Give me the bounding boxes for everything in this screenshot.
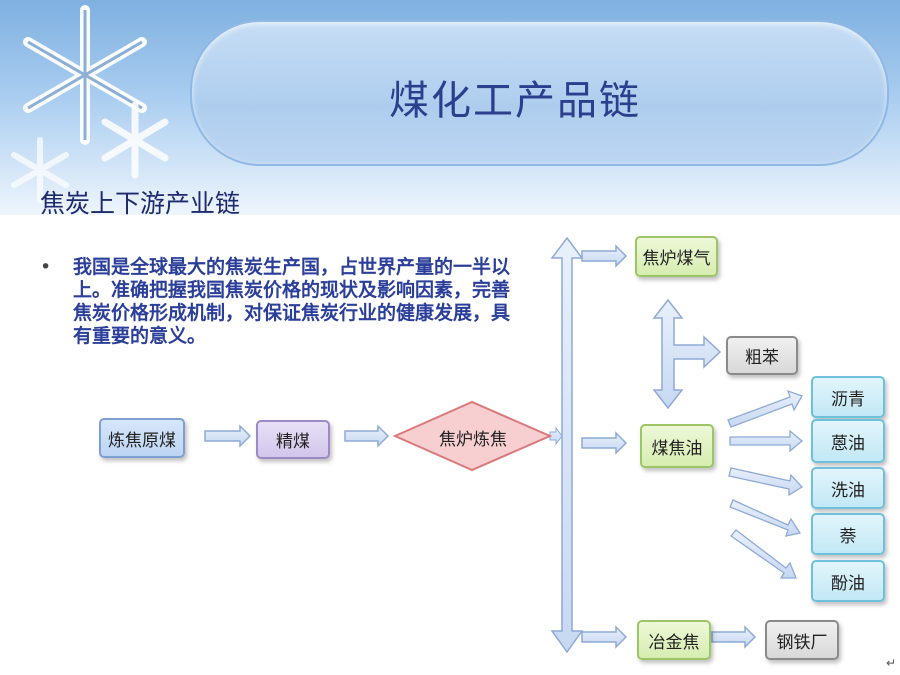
node-naphthalene: 萘 [811, 513, 885, 555]
arrow-phenol-icon [730, 529, 797, 579]
node-crude-benzene: 粗苯 [726, 336, 798, 375]
node-coking-coal: 炼焦原煤 [99, 418, 185, 458]
node-asphalt: 沥青 [811, 376, 885, 418]
arrow-anthracene-icon [729, 429, 804, 453]
node-coke-gas: 焦炉煤气 [635, 236, 718, 277]
arrow-right-icon [549, 426, 563, 446]
section-subtitle: 焦炭上下游产业链 [40, 189, 241, 218]
bullet-text: 我国是全球最大的焦炭生产国，占世界产量的一半以上。准确把握我国焦炭价格的现状及影… [73, 256, 511, 347]
arrow-naphthalene-icon [729, 499, 802, 537]
node-coke-oven: 焦炉炼焦 [439, 430, 507, 450]
title-banner [190, 20, 889, 166]
bullet-paragraph: • 我国是全球最大的焦炭生产国，占世界产量的一半以上。准确把握我国焦炭价格的现状… [40, 256, 520, 348]
arrow-right-icon [581, 244, 628, 268]
arrow-right-icon [581, 431, 628, 455]
node-wash-oil: 洗油 [811, 467, 885, 509]
arrow-right-icon [344, 424, 390, 448]
node-coal-tar: 煤焦油 [640, 424, 714, 468]
vertical-double-arrow-icon [550, 236, 584, 654]
node-clean-coal: 精煤 [256, 420, 330, 459]
bullet-icon: • [40, 256, 52, 278]
arrow-right-icon [711, 625, 757, 649]
branch-arrow-icon [652, 298, 722, 410]
node-steel-plant: 钢铁厂 [765, 620, 839, 660]
arrow-wash-oil-icon [728, 467, 804, 497]
node-phenol-oil: 酚油 [811, 560, 885, 602]
snowflake-decoration-icon [11, 5, 169, 203]
arrow-asphalt-icon [727, 389, 803, 428]
arrow-right-icon [581, 625, 628, 649]
coke-oven-diamond [392, 400, 553, 472]
arrow-right-icon [204, 424, 252, 448]
return-mark-icon: ↵ [886, 656, 897, 670]
node-anthracene-oil: 蒽油 [811, 419, 885, 463]
page-title: 煤化工产品链 [389, 78, 641, 124]
node-met-coke: 冶金焦 [637, 620, 711, 660]
